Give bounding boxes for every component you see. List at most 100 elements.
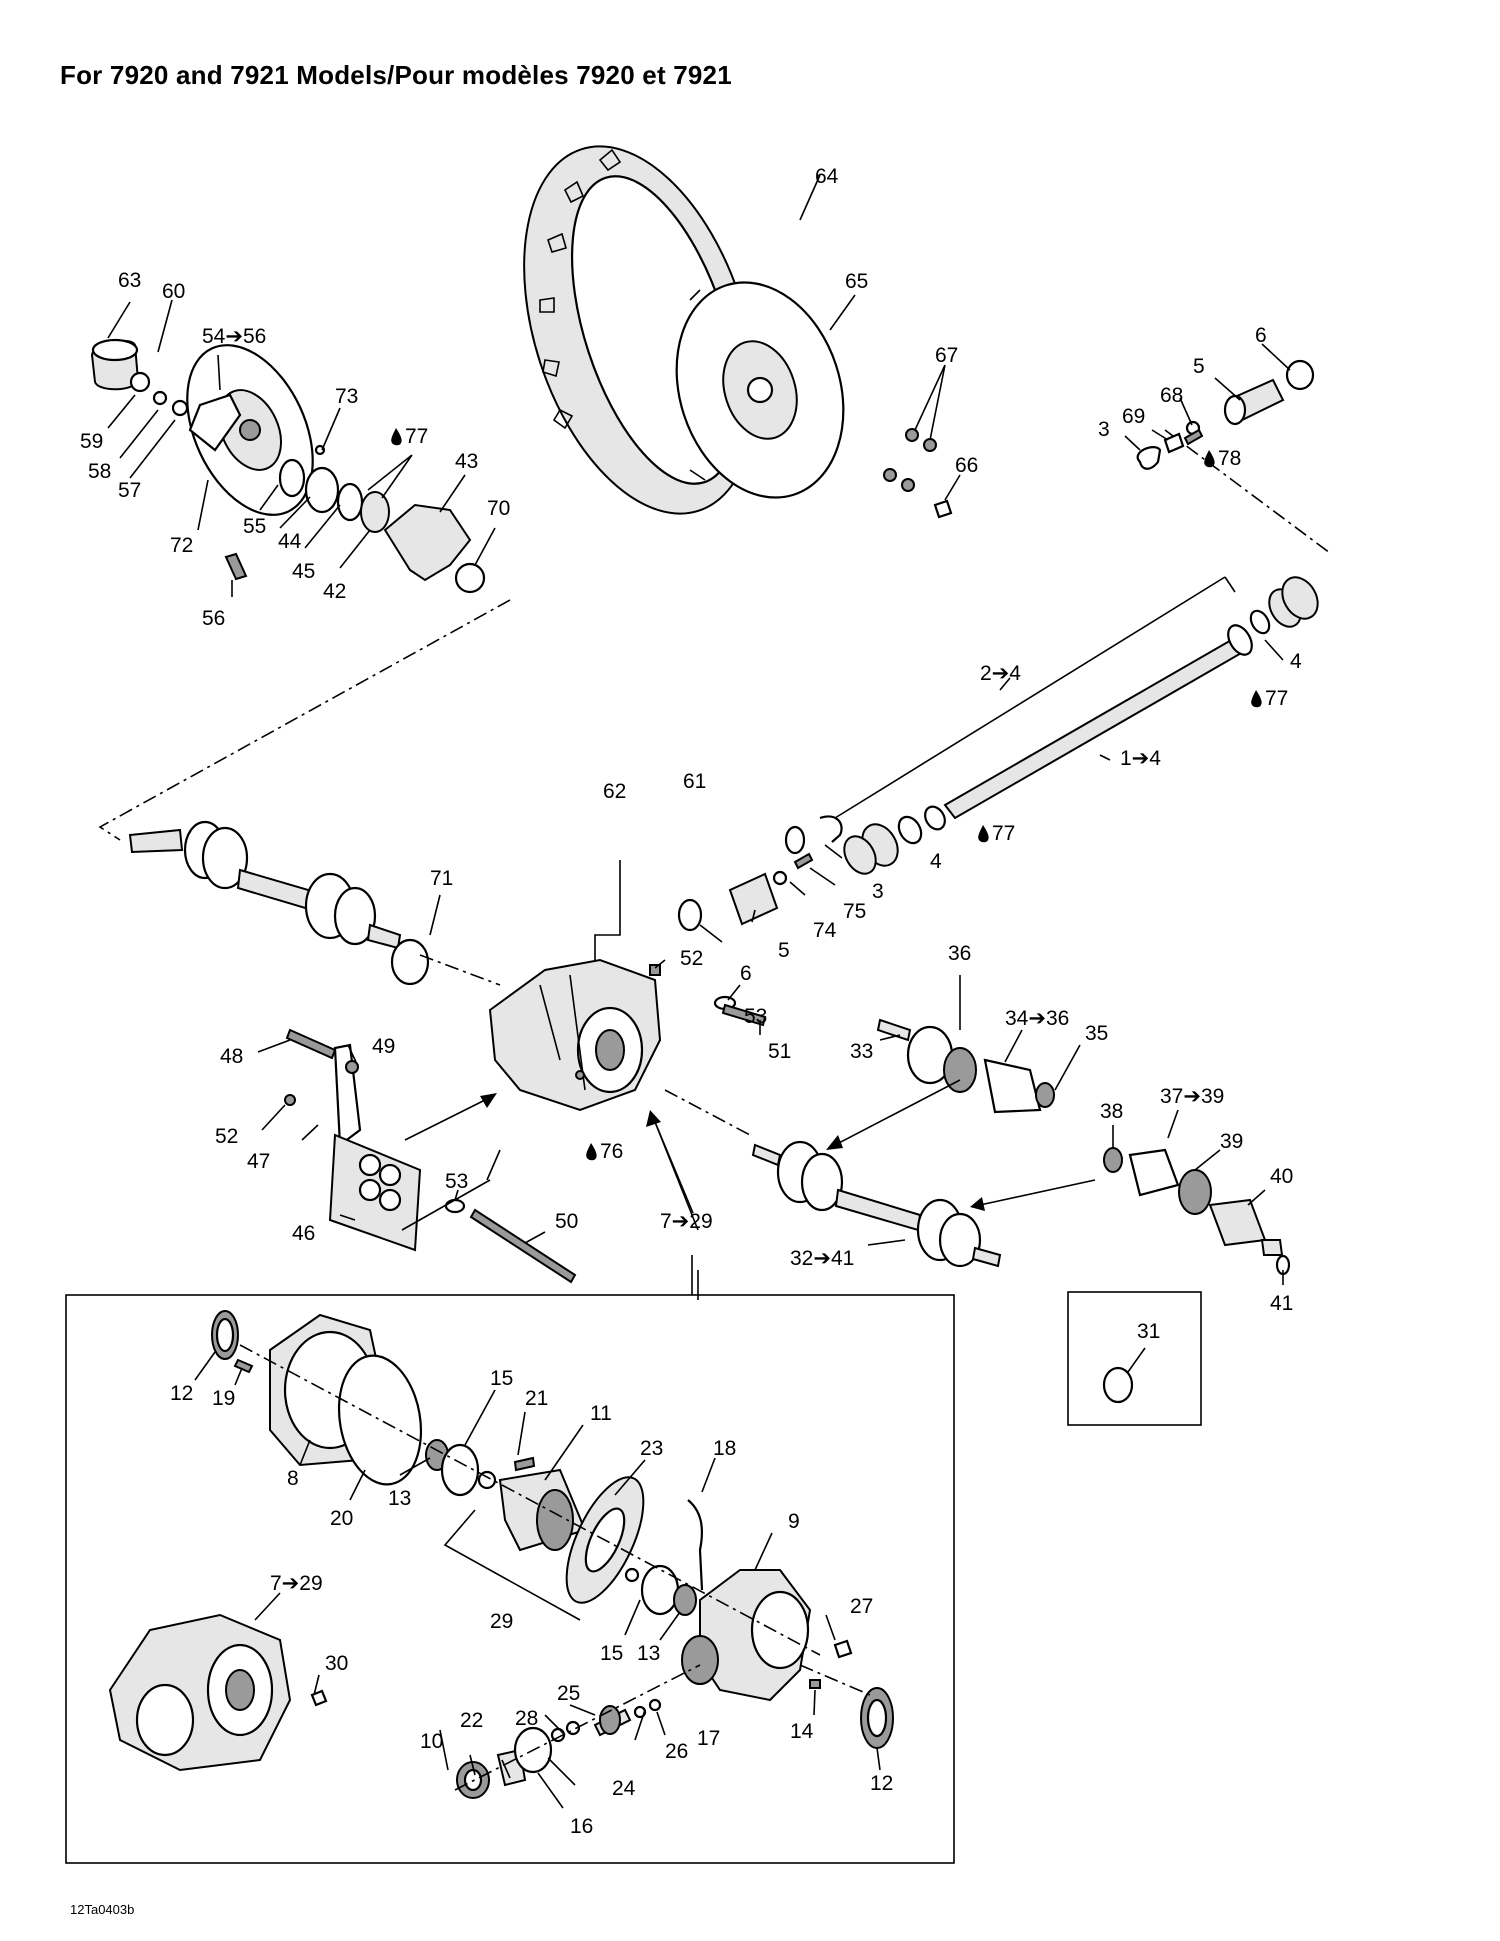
page-title: For 7920 and 7921 Models/Pour modèles 79…: [60, 60, 732, 90]
callout-4-top: 4: [1290, 650, 1302, 673]
callout-36: 36: [948, 942, 971, 965]
callout-7-29-inset: 7➔29: [270, 1572, 323, 1595]
callout-68: 68: [1160, 384, 1183, 407]
callout-1-4: 1➔4: [1120, 747, 1161, 770]
callout-41: 41: [1270, 1292, 1293, 1315]
callout-12-left: 12: [170, 1382, 193, 1405]
callout-75: 75: [843, 900, 866, 923]
hub-assembly: [90, 338, 486, 594]
callout-78: 78: [1218, 447, 1241, 470]
callout-13-bottom: 13: [637, 1642, 660, 1665]
callout-15-top: 15: [490, 1367, 513, 1390]
callout-4-mid: 4: [930, 850, 942, 873]
callout-5-mid: 5: [778, 939, 790, 962]
leader-71: [429, 894, 441, 936]
diff-housing-right: [681, 1569, 894, 1749]
callout-58: 58: [88, 460, 111, 483]
wheel-nuts: [883, 428, 953, 519]
leaders-yoke-top: [999, 343, 1291, 761]
callout-16: 16: [570, 1815, 593, 1838]
callout-60: 60: [162, 280, 185, 303]
callout-2-4: 2➔4: [980, 662, 1021, 685]
callout-50: 50: [555, 1210, 578, 1233]
callout-71: 71: [430, 867, 453, 890]
callout-6-top: 6: [1255, 324, 1267, 347]
oil-drop-icon: [391, 428, 1262, 1161]
callout-76: 76: [600, 1140, 623, 1163]
callout-38: 38: [1100, 1100, 1123, 1123]
callout-42: 42: [323, 580, 346, 603]
diff-housing-left: [211, 1310, 423, 1486]
leaders-wheel: [799, 174, 961, 501]
callout-23: 23: [640, 1437, 663, 1460]
callout-8: 8: [287, 1467, 299, 1490]
callout-5-top: 5: [1193, 355, 1205, 378]
callout-62: 62: [603, 780, 626, 803]
callout-33: 33: [850, 1040, 873, 1063]
propeller-shaft: [843, 576, 1319, 875]
callout-24: 24: [612, 1777, 636, 1800]
callout-25: 25: [557, 1682, 580, 1705]
callout-11: 11: [590, 1402, 612, 1425]
callout-70: 70: [487, 497, 510, 520]
assembled-diff-small: [108, 1613, 328, 1772]
callout-39: 39: [1220, 1130, 1243, 1153]
callout-30: 30: [325, 1652, 348, 1675]
inset-frame-differential: [65, 1294, 955, 1864]
callout-47: 47: [247, 1150, 270, 1173]
axis-hub-to-axle: [98, 599, 511, 841]
callout-13-top: 13: [388, 1487, 411, 1510]
callout-61: 61: [683, 770, 706, 793]
callout-labels: 64 65 67 66 63 60 54➔56 73 77 43 70 59 5…: [80, 165, 1302, 1838]
callout-43: 43: [455, 450, 478, 473]
callout-52-top: 52: [680, 947, 703, 970]
callout-40: 40: [1270, 1165, 1293, 1188]
callout-53-top: 53: [744, 1005, 767, 1028]
rim: [675, 281, 845, 499]
inset-frame-31: [1067, 1291, 1202, 1426]
o-ring-31: [1102, 1366, 1134, 1404]
callout-22: 22: [460, 1709, 483, 1732]
callout-59: 59: [80, 430, 103, 453]
callout-77-shaft: 77: [1265, 687, 1288, 710]
callout-37-39: 37➔39: [1160, 1085, 1224, 1108]
callout-65: 65: [845, 270, 868, 293]
housing-mount-parts: [284, 964, 767, 1284]
callout-52-left: 52: [215, 1125, 238, 1148]
callout-35: 35: [1085, 1022, 1108, 1045]
callout-10: 10: [420, 1730, 443, 1753]
assembly-arrows: [404, 1079, 1096, 1231]
callout-32-41: 32➔41: [790, 1247, 854, 1270]
axis-diff: [239, 1344, 821, 1656]
bracket-shaft: [834, 576, 1236, 819]
callout-67: 67: [935, 344, 958, 367]
callout-7-29-main: 7➔29: [660, 1210, 713, 1233]
callout-20: 20: [330, 1507, 353, 1530]
yoke-parts-top: [1136, 359, 1315, 470]
callout-18: 18: [713, 1437, 736, 1460]
callout-15-bottom: 15: [600, 1642, 623, 1665]
callout-63: 63: [118, 269, 141, 292]
callout-53-left: 53: [445, 1170, 468, 1193]
drive-axle-right: [751, 1140, 1002, 1268]
callout-44: 44: [278, 530, 302, 553]
callout-51: 51: [768, 1040, 791, 1063]
callout-27: 27: [850, 1595, 873, 1618]
callout-77-hub: 77: [405, 425, 428, 448]
callout-46: 46: [292, 1222, 315, 1245]
callout-12-right: 12: [870, 1772, 893, 1795]
callout-74: 74: [813, 919, 837, 942]
callout-66: 66: [955, 454, 978, 477]
outer-joint-parts: [1103, 1147, 1291, 1276]
axis-to-front-axle: [664, 1089, 751, 1136]
callout-69: 69: [1122, 405, 1145, 428]
callout-64: 64: [815, 165, 839, 188]
leaders-coupling-mid: [699, 844, 843, 943]
callout-14: 14: [790, 1720, 814, 1743]
diff-internals: [425, 1439, 704, 1616]
callout-17: 17: [697, 1727, 720, 1750]
callout-9: 9: [788, 1510, 800, 1533]
callout-29: 29: [490, 1610, 513, 1633]
axis-pinion: [454, 1664, 871, 1791]
